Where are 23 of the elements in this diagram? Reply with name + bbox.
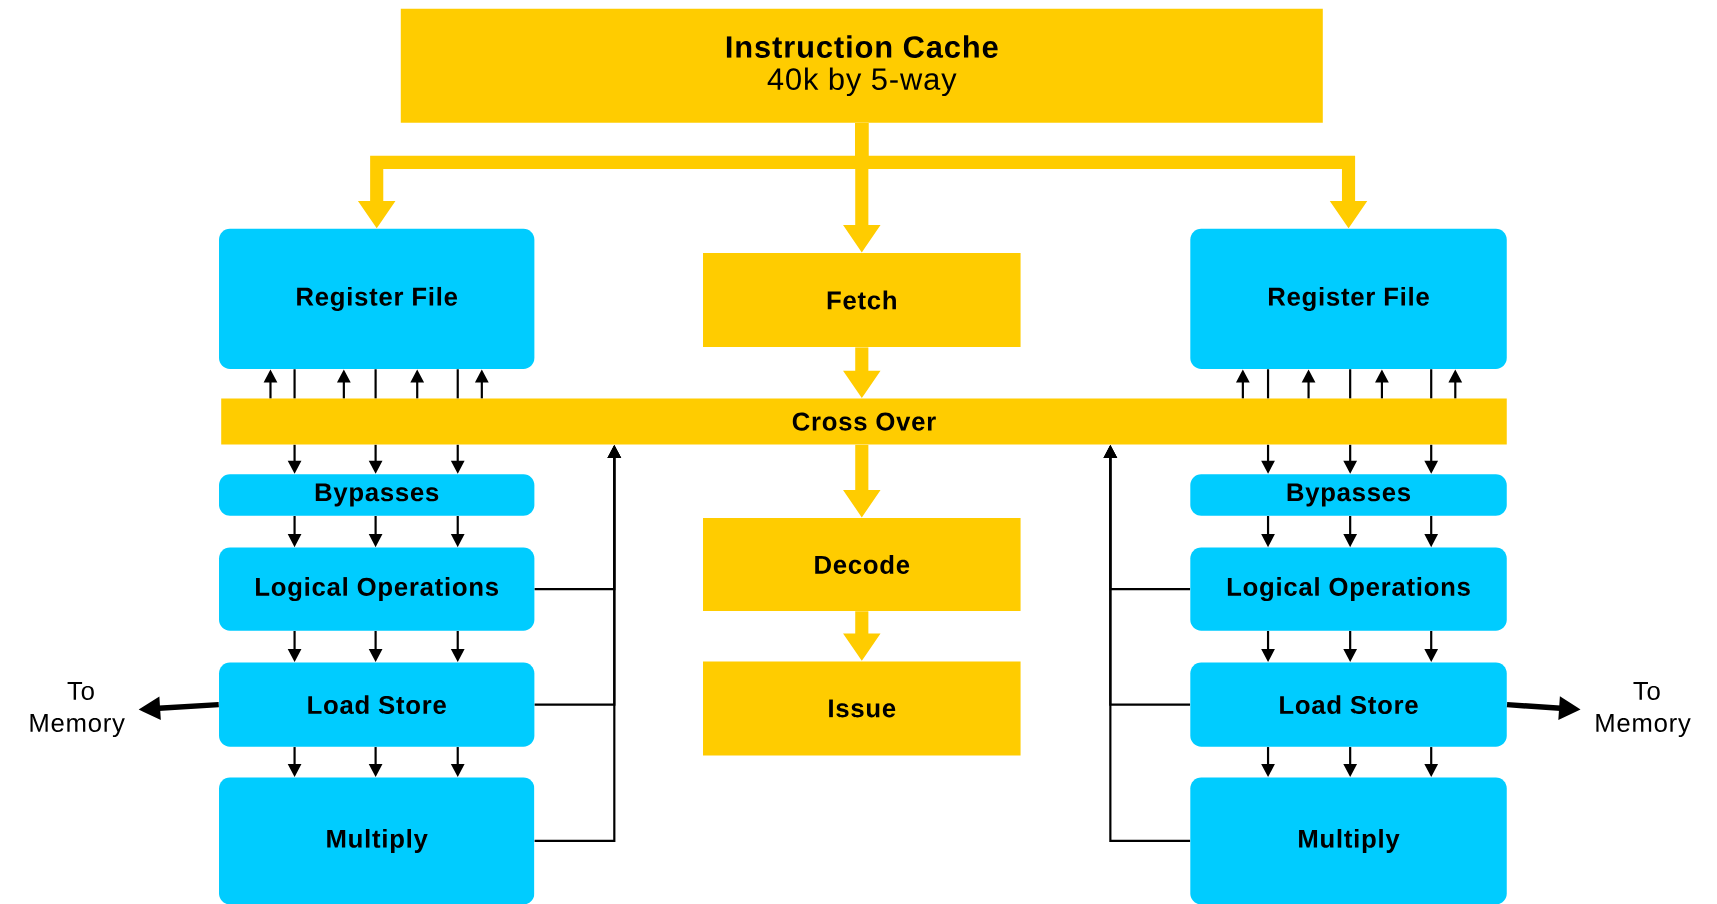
unit-box: Logical Operations [1190,547,1507,631]
connector-line [456,369,459,399]
unit-box: Logical Operations [219,547,535,631]
unit-box: Multiply [1190,777,1507,904]
unit-box: Multiply [219,777,535,904]
memory-label: To Memory [30,681,125,737]
pipeline-stage-box: Fetch [703,252,1021,347]
connector-line [1266,369,1270,399]
pipeline-stage-box: Decode [703,517,1021,611]
crossover-bar: Cross Over [221,398,1507,445]
connector-line [1349,369,1352,399]
pipeline-stage-box: Issue [703,661,1021,756]
unit-box: Load Store [219,662,535,747]
memory-label: To Memory [1596,681,1691,737]
register-file-box: Register File [219,228,535,369]
connector-line [293,369,296,399]
register-file-box: Register File [1190,228,1507,369]
bypass-box: Bypasses [1190,473,1507,516]
connector-line [374,369,377,399]
connector-line [1430,369,1433,399]
cache-box: Instruction Cache 40k by 5-way [400,8,1323,123]
bypass-box: Bypasses [219,473,535,516]
unit-box: Load Store [1190,662,1507,747]
